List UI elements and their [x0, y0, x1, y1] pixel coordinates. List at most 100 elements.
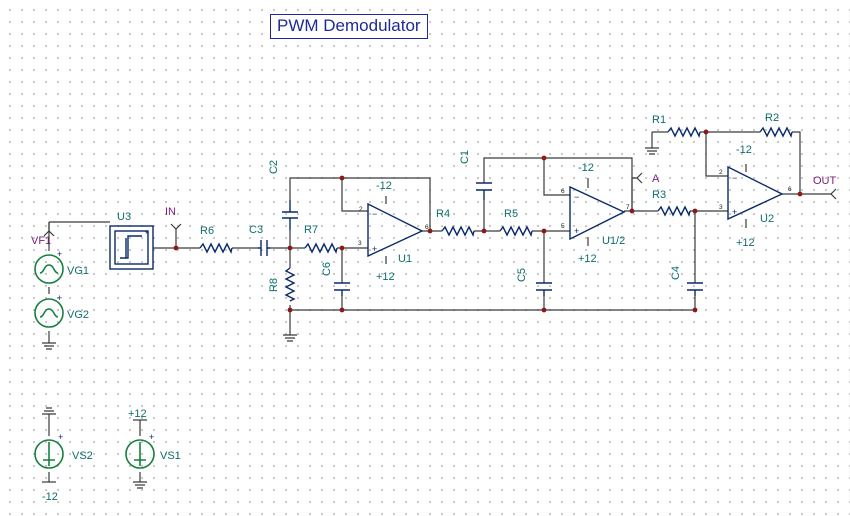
svg-text:+: + [58, 432, 63, 442]
resistor-r6-label: R6 [200, 225, 214, 237]
opamp-u2-pin-out: 6 [788, 186, 792, 193]
junction-dot [339, 175, 345, 181]
capacitor-c3[interactable]: C3 [249, 224, 270, 256]
comparator-u3[interactable]: * U3 [109, 211, 154, 270]
resistor-r4[interactable]: R4 [436, 208, 475, 238]
capacitor-c3-label: C3 [249, 224, 263, 236]
resistor-r2[interactable]: R2 [755, 112, 793, 139]
source-vs1[interactable]: + VS1 [125, 432, 181, 469]
junction-dot [703, 129, 709, 135]
net-out[interactable]: OUT [813, 175, 837, 200]
resistor-r7[interactable]: R7 [304, 224, 338, 255]
junctions [173, 129, 803, 313]
svg-text:*: * [145, 229, 149, 239]
opamp-u1[interactable]: − + 2 3 6 -12 +12 U1 [358, 180, 429, 283]
resistor-r5-label: R5 [504, 208, 518, 220]
resistor-r8-label: R8 [268, 278, 280, 292]
junction-dot [541, 228, 547, 234]
junction-dot [541, 155, 547, 161]
net-vf1-label: VF1 [31, 235, 51, 247]
capacitor-c4[interactable]: C4 [670, 266, 703, 296]
net-in[interactable]: IN [165, 206, 182, 238]
capacitor-c2-label: C2 [268, 160, 280, 174]
resistor-r5[interactable]: R5 [499, 208, 533, 238]
net-a-label: A [652, 173, 660, 185]
schematic-title: PWM Demodulator [270, 14, 428, 39]
opamp-u1-2-rail-bottom: +12 [578, 253, 597, 265]
opamp-u2-rail-top: -12 [736, 144, 752, 156]
opamp-u2-label: U2 [760, 213, 774, 225]
resistor-r3[interactable]: R3 [646, 189, 691, 218]
supply-vs2-value: -12 [42, 491, 58, 503]
junction-dot [287, 307, 293, 313]
source-vs2-label: VS2 [72, 450, 93, 462]
svg-text:+: + [57, 249, 62, 259]
resistor-r7-label: R7 [304, 224, 318, 236]
opamp-u1-2-pin-inv: 6 [561, 188, 565, 195]
capacitor-c6[interactable]: C6 [321, 262, 350, 296]
svg-text:+: + [732, 207, 737, 217]
capacitor-c1[interactable]: C1 [459, 150, 492, 200]
comparator-u3-label: U3 [117, 211, 131, 223]
junction-dot [541, 307, 547, 313]
resistor-r8[interactable]: R8 [268, 267, 296, 302]
capacitor-c4-label: C4 [670, 266, 682, 280]
resistor-r1[interactable]: R1 [652, 114, 701, 139]
junction-dot [173, 245, 179, 251]
opamp-u2-rail-bottom: +12 [736, 237, 755, 249]
opamp-u1-label: U1 [398, 253, 412, 265]
source-vg1[interactable]: + VG1 [34, 249, 89, 284]
opamp-u1-2-label: U1/2 [602, 235, 625, 247]
source-vs1-label: VS1 [160, 450, 181, 462]
junction-dot [797, 191, 803, 197]
ground-icon [645, 147, 659, 155]
svg-text:+: + [372, 244, 377, 254]
opamp-u1-2-rail-top: -12 [578, 162, 594, 174]
capacitor-c1-label: C1 [459, 150, 471, 164]
capacitor-c5-label: C5 [516, 268, 528, 282]
svg-text:+: + [57, 293, 62, 303]
opamp-u1-pin-inv: 2 [359, 206, 363, 213]
resistor-r6[interactable]: R6 [199, 225, 233, 255]
junction-dot [339, 245, 345, 251]
source-vg1-label: VG1 [67, 265, 89, 277]
opamp-u2[interactable]: − + 2 3 6 -12 +12 U2 [719, 144, 792, 249]
svg-text:+: + [574, 226, 579, 236]
wires [48, 131, 825, 482]
net-out-label: OUT [813, 175, 837, 187]
capacitor-c6-label: C6 [321, 262, 333, 276]
ground-icon [283, 334, 297, 342]
source-vg2[interactable]: + VG2 [34, 293, 89, 328]
net-a[interactable]: A [632, 172, 660, 185]
junction-dot [692, 208, 698, 214]
net-vf1[interactable]: VF1 [31, 222, 55, 247]
svg-text:−: − [574, 192, 579, 202]
resistor-r3-label: R3 [652, 189, 666, 201]
capacitor-c2[interactable]: C2 [268, 160, 298, 230]
resistor-r4-label: R4 [436, 208, 450, 220]
opamp-u1-2-pin-noninv: 5 [561, 223, 565, 230]
opamp-u1-rail-top: -12 [376, 180, 392, 192]
junction-dot [427, 228, 433, 234]
resistor-r1-label: R1 [652, 114, 666, 126]
resistor-r2-label: R2 [765, 112, 779, 124]
source-vg2-label: VG2 [67, 309, 89, 321]
opamp-u1-pin-out: 6 [425, 224, 429, 231]
junction-dot [692, 307, 698, 313]
opamp-u1-pin-noninv: 3 [358, 240, 362, 247]
opamp-u1-2[interactable]: − + 6 5 7 -12 +12 U1/2 [561, 162, 630, 265]
ground-icon [133, 481, 147, 489]
supply-vs1-value: +12 [128, 408, 147, 420]
junction-dot [339, 307, 345, 313]
junction-dot [481, 228, 487, 234]
opamp-u2-pin-inv: 2 [719, 169, 723, 176]
source-vs2[interactable]: + VS2 [34, 432, 93, 469]
capacitor-c5[interactable]: C5 [516, 268, 552, 296]
junction-dot [287, 245, 293, 251]
opamp-u1-2-pin-out: 7 [626, 204, 630, 211]
ground-icon [42, 342, 56, 350]
svg-text:−: − [732, 173, 737, 183]
ground-symbols [42, 147, 659, 489]
ground-icon [42, 407, 56, 415]
